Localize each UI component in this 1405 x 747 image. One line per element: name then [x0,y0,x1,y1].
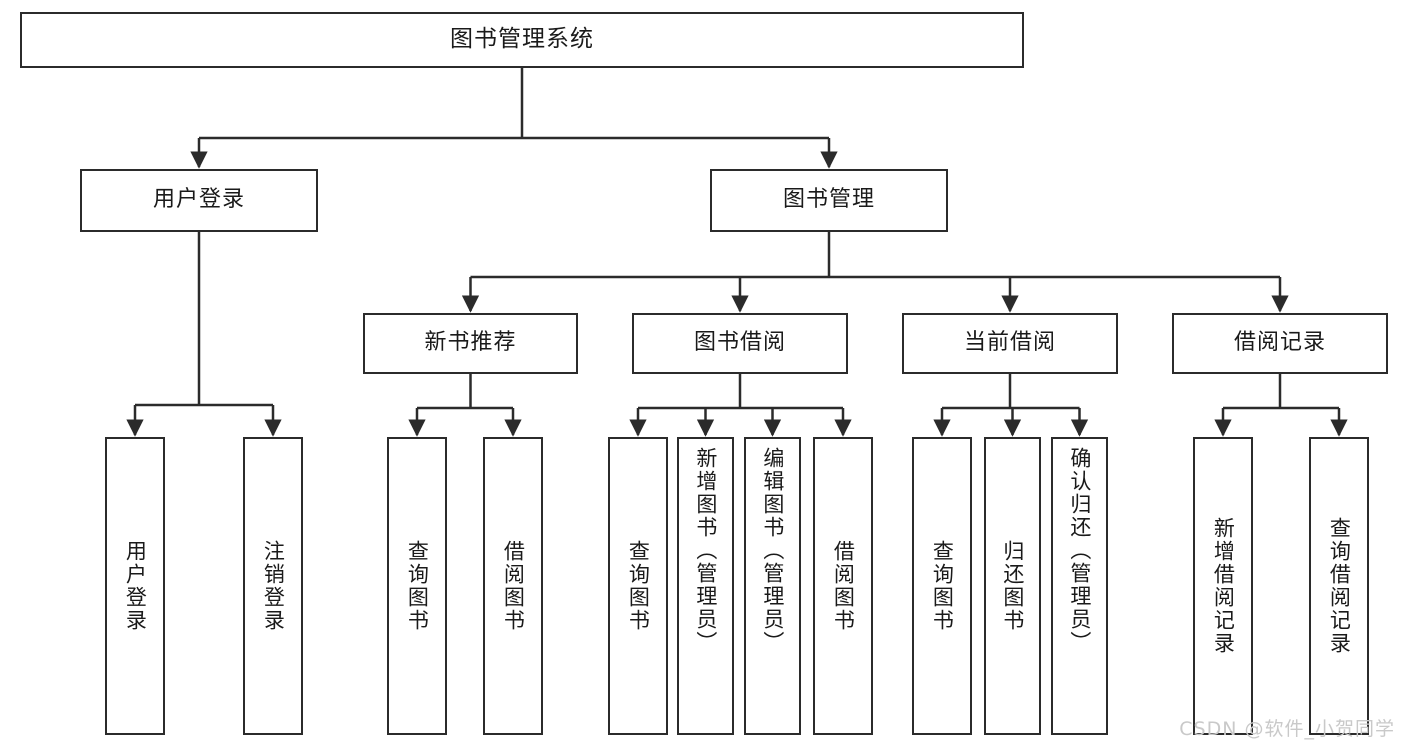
leaf-label: 注销登录 [261,540,286,632]
node-leaf-borrow-book[interactable]: 借阅图书 [813,437,873,735]
node-root[interactable]: 图书管理系统 [20,12,1024,68]
node-leaf-query-book-borrow[interactable]: 查询图书 [608,437,668,735]
node-leaf-add-borrow-record[interactable]: 新增借阅记录 [1193,437,1253,735]
leaf-label: 借阅图书 [831,540,856,632]
node-book-manage[interactable]: 图书管理 [710,169,948,232]
node-leaf-add-book-admin[interactable]: 新增图书（管理员） [677,437,734,735]
node-leaf-return-book[interactable]: 归还图书 [984,437,1041,735]
node-leaf-edit-book-admin[interactable]: 编辑图书（管理员） [744,437,801,735]
node-leaf-query-borrow-record[interactable]: 查询借阅记录 [1309,437,1369,735]
leaf-label: 确认归还（管理员） [1067,447,1092,654]
node-new-book-recommend[interactable]: 新书推荐 [363,313,578,374]
node-user-login[interactable]: 用户登录 [80,169,318,232]
leaf-label: 借阅图书 [501,540,526,632]
leaf-label: 查询图书 [405,540,430,632]
node-leaf-borrow-book-recommend[interactable]: 借阅图书 [483,437,543,735]
node-current-borrow[interactable]: 当前借阅 [902,313,1118,374]
leaf-label: 新增图书（管理员） [693,447,718,654]
node-book-borrow[interactable]: 图书借阅 [632,313,848,374]
node-leaf-query-book-current[interactable]: 查询图书 [912,437,972,735]
leaf-label: 查询图书 [930,540,955,632]
leaf-label: 用户登录 [123,540,148,632]
leaf-label: 新增借阅记录 [1211,517,1236,655]
leaf-label: 归还图书 [1000,540,1025,632]
leaf-label: 查询图书 [626,540,651,632]
node-leaf-confirm-return-admin[interactable]: 确认归还（管理员） [1051,437,1108,735]
node-leaf-user-logout[interactable]: 注销登录 [243,437,303,735]
node-leaf-query-book-recommend[interactable]: 查询图书 [387,437,447,735]
leaf-label: 编辑图书（管理员） [760,447,785,654]
watermark: CSDN @软件_小贺同学 [1179,718,1395,740]
node-leaf-user-login[interactable]: 用户登录 [105,437,165,735]
node-borrow-record[interactable]: 借阅记录 [1172,313,1388,374]
leaf-label: 查询借阅记录 [1327,517,1352,655]
